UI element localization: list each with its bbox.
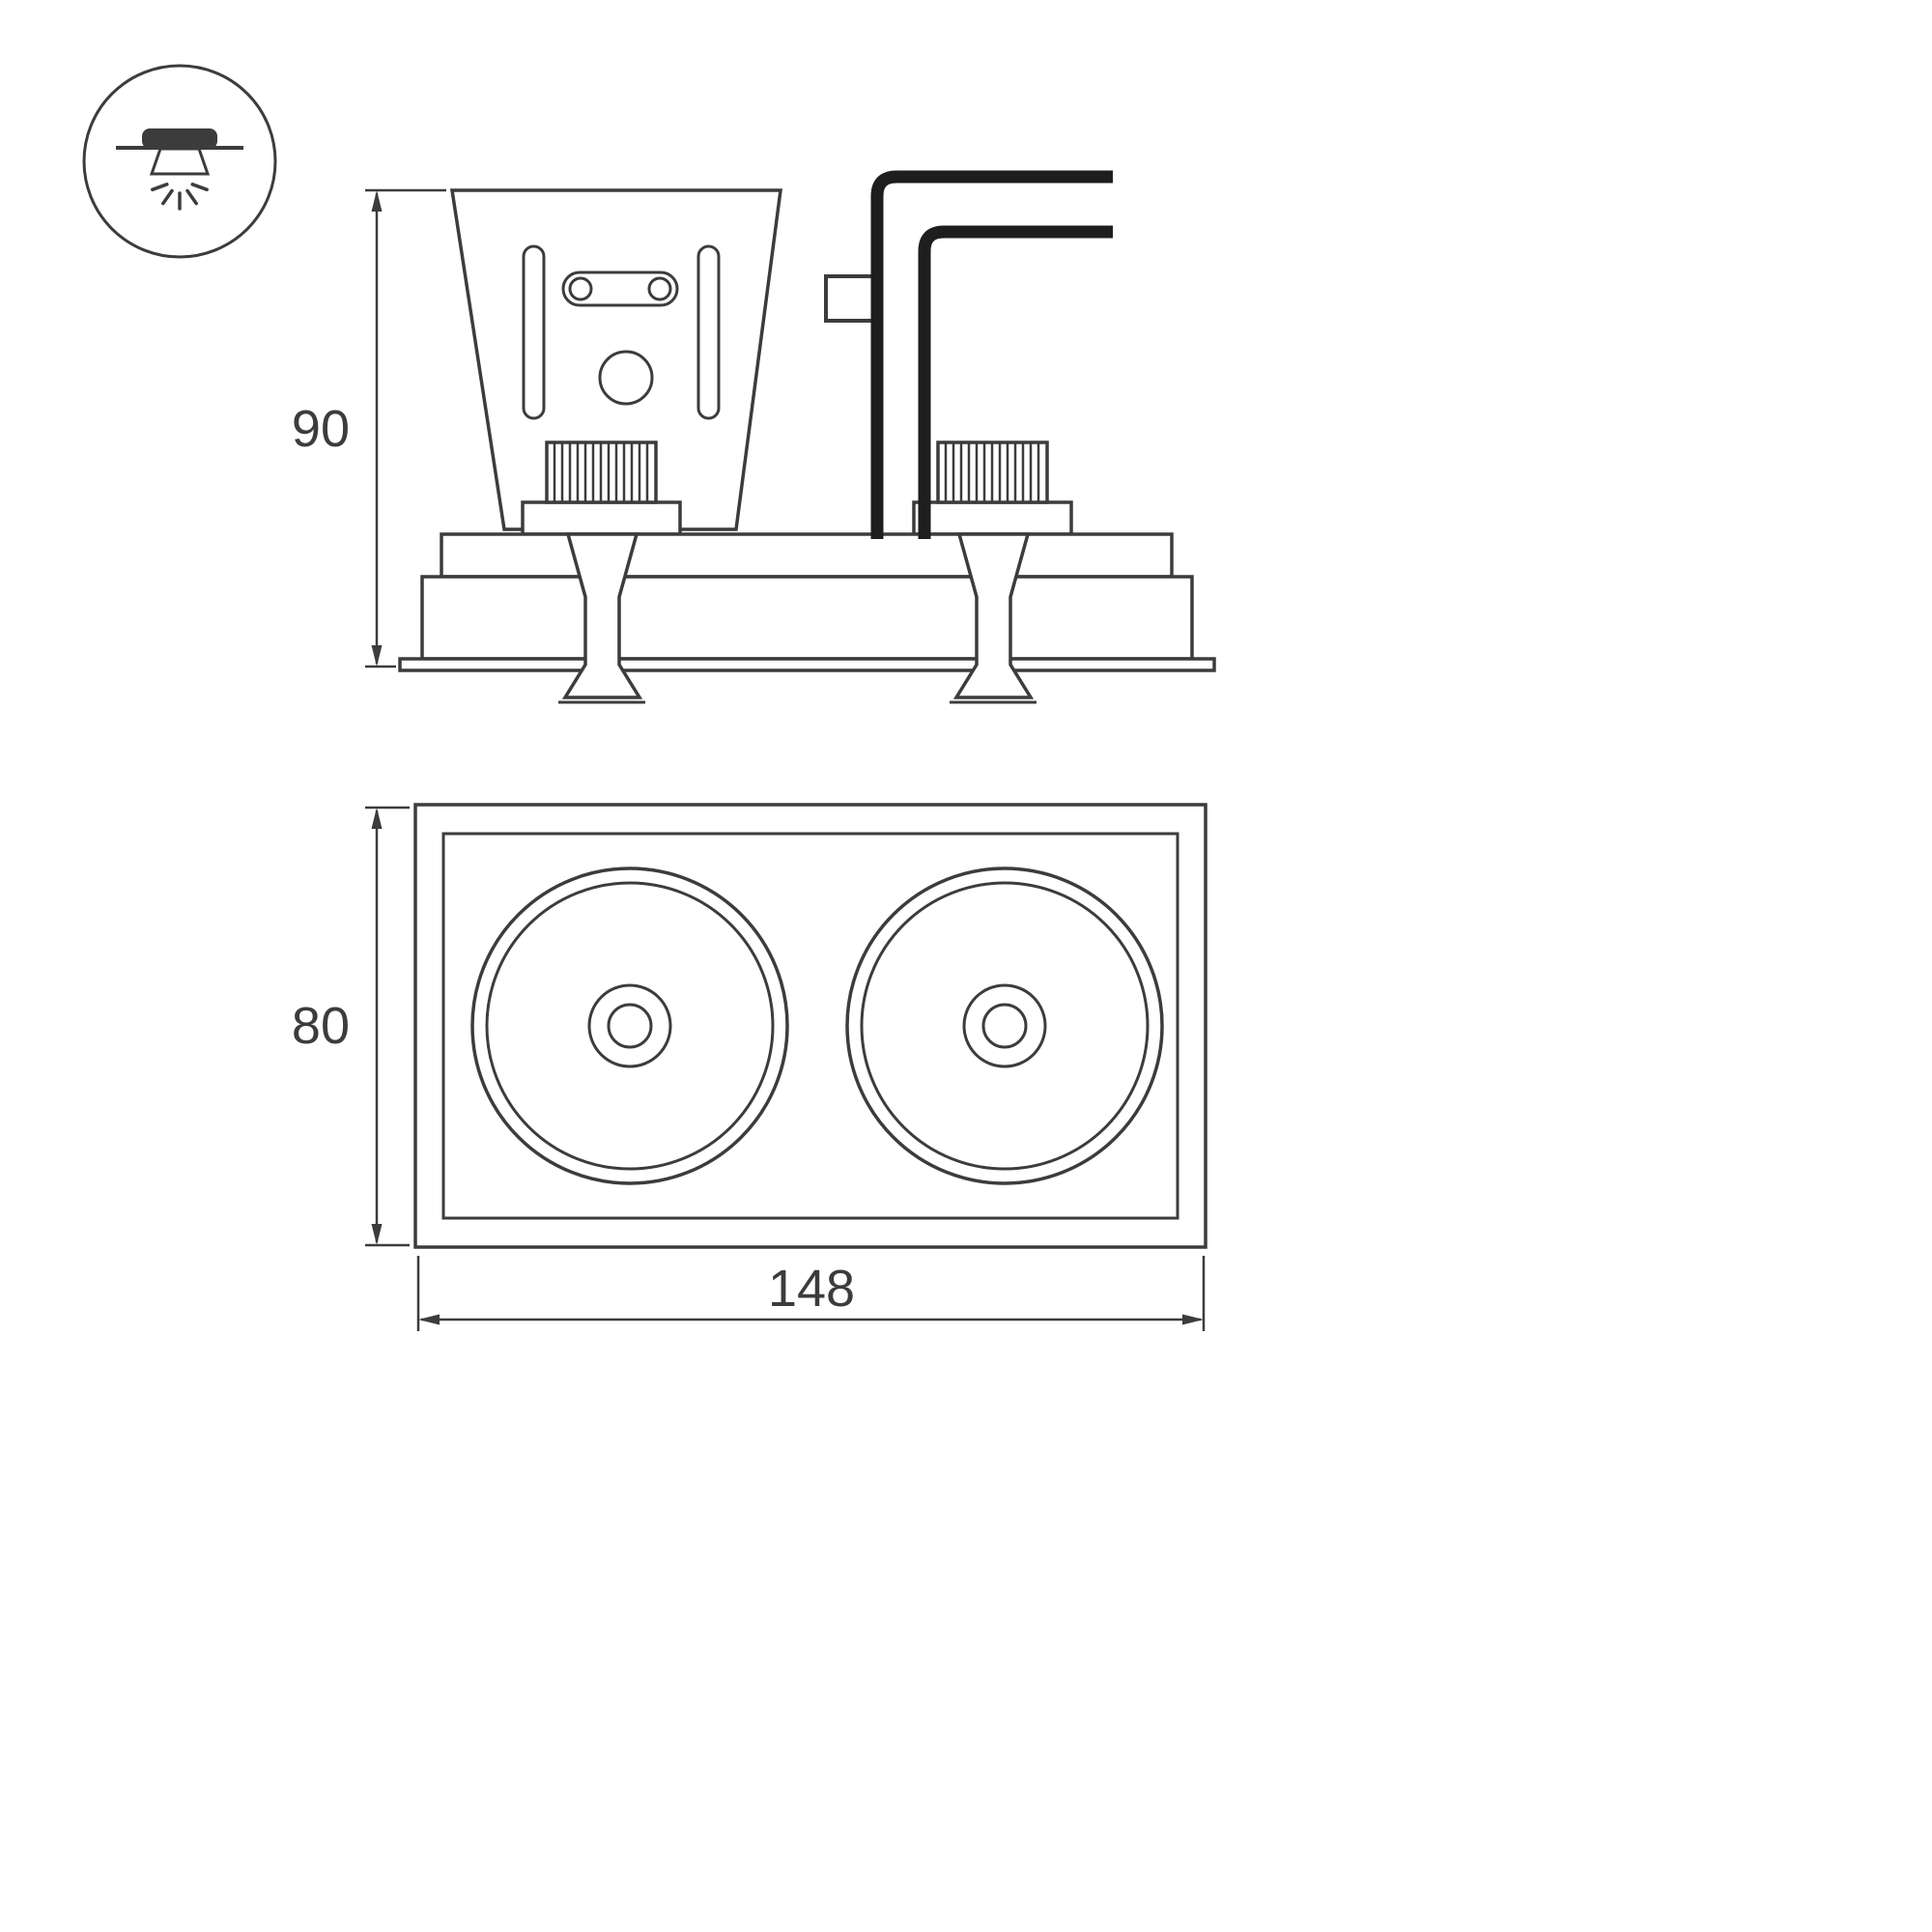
arrowhead-up (371, 808, 383, 829)
icon-lamp-body (142, 128, 217, 149)
housing-step-main (420, 575, 1194, 661)
lamp-cone-right (950, 532, 1037, 704)
dimension-label-80: 80 (292, 997, 350, 1055)
bracket-hole-screw-right (647, 276, 672, 301)
power-cable-1 (870, 170, 1113, 539)
power-cable-2 (918, 225, 1113, 539)
housing-trim-flange (398, 657, 1216, 672)
side-view: 90 (292, 170, 1216, 704)
lamp-cone-right-body (952, 532, 1035, 699)
heatsink-right (912, 440, 1073, 536)
heatsink-right-base-plate (912, 500, 1073, 536)
arrowhead-left (418, 1314, 440, 1325)
front-lamp-right-inner-ring (860, 881, 1150, 1171)
front-lamp-left (470, 867, 789, 1185)
dimension-front-width: 148 (416, 1256, 1206, 1331)
dimension-label-90: 90 (292, 400, 350, 458)
arrowhead-down (371, 1224, 383, 1245)
lamp-cone-left-body (561, 532, 643, 699)
dimension-side-height: 90 (292, 188, 446, 668)
front-lamp-left-hub-outer (587, 983, 672, 1068)
front-view: 80 148 (292, 803, 1208, 1331)
icon-light-rays (151, 183, 209, 211)
heatsink-left (521, 440, 682, 536)
heatsink-left-fins (553, 442, 649, 502)
front-lamp-left-hub-inner (607, 1003, 653, 1049)
front-inner-frame (441, 832, 1179, 1220)
arrowhead-down (371, 645, 383, 667)
front-lamp-right (845, 867, 1164, 1185)
front-lamp-right-hub-outer (962, 983, 1047, 1068)
housing-step-top (440, 532, 1174, 579)
bracket-obround-hole (561, 270, 679, 307)
icon-light-aperture (149, 147, 211, 176)
bracket-hole-screw-left (568, 276, 593, 301)
cable-clamp (824, 274, 876, 323)
icon-circle-border (82, 64, 277, 259)
heatsink-right-fins (944, 442, 1040, 502)
recessed-downlight-icon (82, 64, 277, 259)
recess-housing (398, 532, 1216, 672)
lamp-cone-left (558, 532, 645, 704)
arrowhead-right (1182, 1314, 1204, 1325)
heatsink-left-base-plate (521, 500, 682, 536)
dimension-front-height: 80 (292, 806, 410, 1247)
bracket-center-hole (598, 350, 654, 406)
front-lamp-left-outer-ring (470, 867, 789, 1185)
front-lamp-right-hub-inner (981, 1003, 1028, 1049)
power-cables (870, 170, 1113, 539)
bracket-slot-left (522, 244, 546, 420)
front-outer-frame (413, 803, 1208, 1249)
bracket-slot-right (696, 244, 721, 420)
arrowhead-up (371, 190, 383, 212)
front-lamp-right-outer-ring (845, 867, 1164, 1185)
front-lamp-left-inner-ring (485, 881, 775, 1171)
dimension-label-148: 148 (768, 1260, 855, 1318)
